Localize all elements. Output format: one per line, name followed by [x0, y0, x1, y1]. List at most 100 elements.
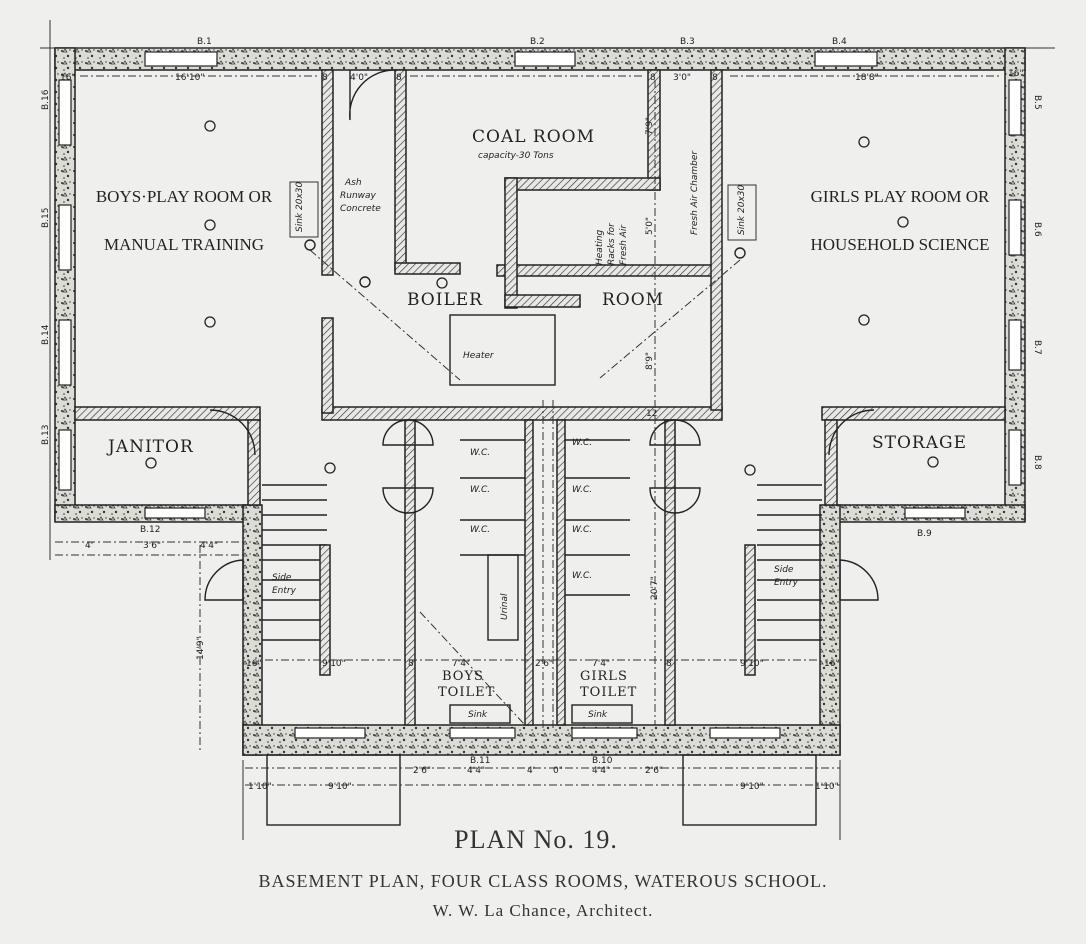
- dimension: 9'10": [328, 782, 352, 792]
- ash-runway-3: Concrete: [340, 204, 381, 214]
- room-label-boiler: BOILER: [407, 290, 483, 310]
- dimension: 0": [553, 766, 563, 776]
- room-label-girls-play: GIRLS PLAY ROOM OR: [811, 187, 990, 206]
- room-label-girls-toilet-1: GIRLS: [580, 669, 628, 684]
- dimension: 16": [60, 73, 76, 83]
- window-label: B.5: [1032, 95, 1042, 110]
- wc-label: W.C.: [572, 571, 592, 581]
- dimension: 2'6": [535, 659, 553, 669]
- window-label: B.6: [1032, 222, 1042, 237]
- side-entry-right-1: Side: [774, 565, 794, 575]
- window-label: B.7: [1032, 340, 1042, 355]
- dimension: 8: [322, 73, 328, 83]
- sink-label-boys: Sink: [468, 710, 488, 720]
- fresh-air-chamber-label: Fresh Air Chamber: [690, 150, 700, 235]
- side-entry-left-2: Entry: [272, 586, 297, 596]
- window-label: B.9: [917, 529, 932, 539]
- dimension: 3'6": [143, 541, 161, 551]
- heating-racks-2: Racks for: [607, 222, 617, 265]
- dimension: 20'7": [650, 576, 660, 600]
- dimension: 16": [824, 659, 840, 669]
- room-label-manual-training: MANUAL TRAINING: [104, 235, 264, 254]
- wc-label: W.C.: [470, 525, 490, 535]
- window-label: B.16: [41, 89, 51, 110]
- dimension: 16": [246, 659, 262, 669]
- wc-label: W.C.: [572, 485, 592, 495]
- window-label: B.10: [592, 756, 613, 766]
- room-label-room: ROOM: [602, 290, 664, 310]
- window-label: B.2: [530, 37, 545, 47]
- plan-number: PLAN No. 19.: [454, 825, 618, 854]
- window-label: B.4: [832, 37, 847, 47]
- dimension: 8: [666, 659, 672, 669]
- dimension: 9'10": [740, 659, 764, 669]
- window-label: B.8: [1032, 455, 1042, 470]
- dimension: 9'10": [740, 782, 764, 792]
- dimension: 2'6": [413, 766, 431, 776]
- window-label: B.1: [197, 37, 212, 47]
- dimension: 16'10": [175, 73, 205, 83]
- fixtures: [40, 20, 1055, 840]
- dimension: 8: [650, 73, 656, 83]
- windows: [58, 51, 1022, 739]
- wc-label: W.C.: [572, 438, 592, 448]
- sink-board-left: Sink 20x30: [295, 182, 305, 232]
- dimension: 7'9": [645, 117, 655, 135]
- wc-label: W.C.: [470, 485, 490, 495]
- plan-title: BASEMENT PLAN, FOUR CLASS ROOMS, WATEROU…: [259, 871, 828, 891]
- room-label-janitor: JANITOR: [106, 437, 194, 457]
- heater-label: Heater: [463, 351, 495, 361]
- window-label: B.14: [41, 324, 51, 345]
- dimension: 7'4": [592, 659, 610, 669]
- room-label-girls-toilet-2: TOILET: [580, 685, 637, 700]
- water-closets: W.C. W.C. W.C. W.C. W.C. W.C. W.C.: [470, 438, 592, 581]
- room-label-boys-toilet-1: BOYS: [442, 669, 484, 684]
- dimension: 3'0": [673, 73, 691, 83]
- dimension: 9'10": [322, 659, 346, 669]
- room-label-boys-toilet-2: TOILET: [438, 685, 495, 700]
- dimension: 4': [527, 766, 535, 776]
- dimensions: 16" 16'10" 8 4'0" 8 8 3'0" 8 18'8" 16" 7…: [60, 69, 1024, 792]
- dimension: 4'4": [467, 766, 485, 776]
- dimension: 8: [396, 73, 402, 83]
- heating-racks-3: Fresh Air: [619, 224, 629, 265]
- sink-label-girls: Sink: [588, 710, 608, 720]
- dimension: 1'10": [248, 782, 272, 792]
- window-labels: B.1 B.2 B.3 B.4 B.5 B.6 B.7 B.8 B.9 B.10…: [41, 37, 1042, 766]
- dimension: 14'9": [196, 636, 206, 660]
- window-label: B.11: [470, 756, 491, 766]
- interior-walls: [74, 69, 1006, 726]
- wc-label: W.C.: [470, 448, 490, 458]
- dimension: 4'4": [592, 766, 610, 776]
- ash-runway-1: Ash: [344, 178, 362, 188]
- dimension: 4'4": [200, 541, 218, 551]
- dimension: 2'6": [645, 766, 663, 776]
- dimension: 4': [85, 541, 93, 551]
- heating-racks-1: Heating: [595, 229, 605, 265]
- window-label: B.15: [41, 208, 51, 229]
- ash-runway-2: Runway: [340, 191, 377, 201]
- room-label-boys-play: BOYS·PLAY ROOM OR: [96, 187, 273, 206]
- room-label-household-science: HOUSEHOLD SCIENCE: [811, 235, 990, 254]
- coal-capacity: capacity-30 Tons: [478, 151, 554, 161]
- window-label: B.13: [41, 425, 51, 446]
- dimension: 4'0": [350, 73, 368, 83]
- urinal-label: Urinal: [500, 593, 510, 620]
- dimension: 8: [408, 659, 414, 669]
- door-swing: [349, 69, 396, 121]
- dimension: 8'9": [645, 352, 655, 370]
- light-fixtures: [145, 120, 939, 476]
- room-label-storage: STORAGE: [872, 433, 967, 453]
- side-entry-right-2: Entry: [774, 578, 799, 588]
- dimension: 5'0": [645, 217, 655, 235]
- window-label: B.3: [680, 37, 695, 47]
- wc-label: W.C.: [572, 525, 592, 535]
- architect-credit: W. W. La Chance, Architect.: [433, 901, 654, 920]
- dimension: 12: [646, 409, 657, 419]
- dimension: 1'10": [815, 782, 839, 792]
- dimension: 7'4": [452, 659, 470, 669]
- dimension: 18'8": [855, 73, 879, 83]
- room-label-coal-room: COAL ROOM: [472, 127, 595, 147]
- dimension: 16": [1008, 69, 1024, 79]
